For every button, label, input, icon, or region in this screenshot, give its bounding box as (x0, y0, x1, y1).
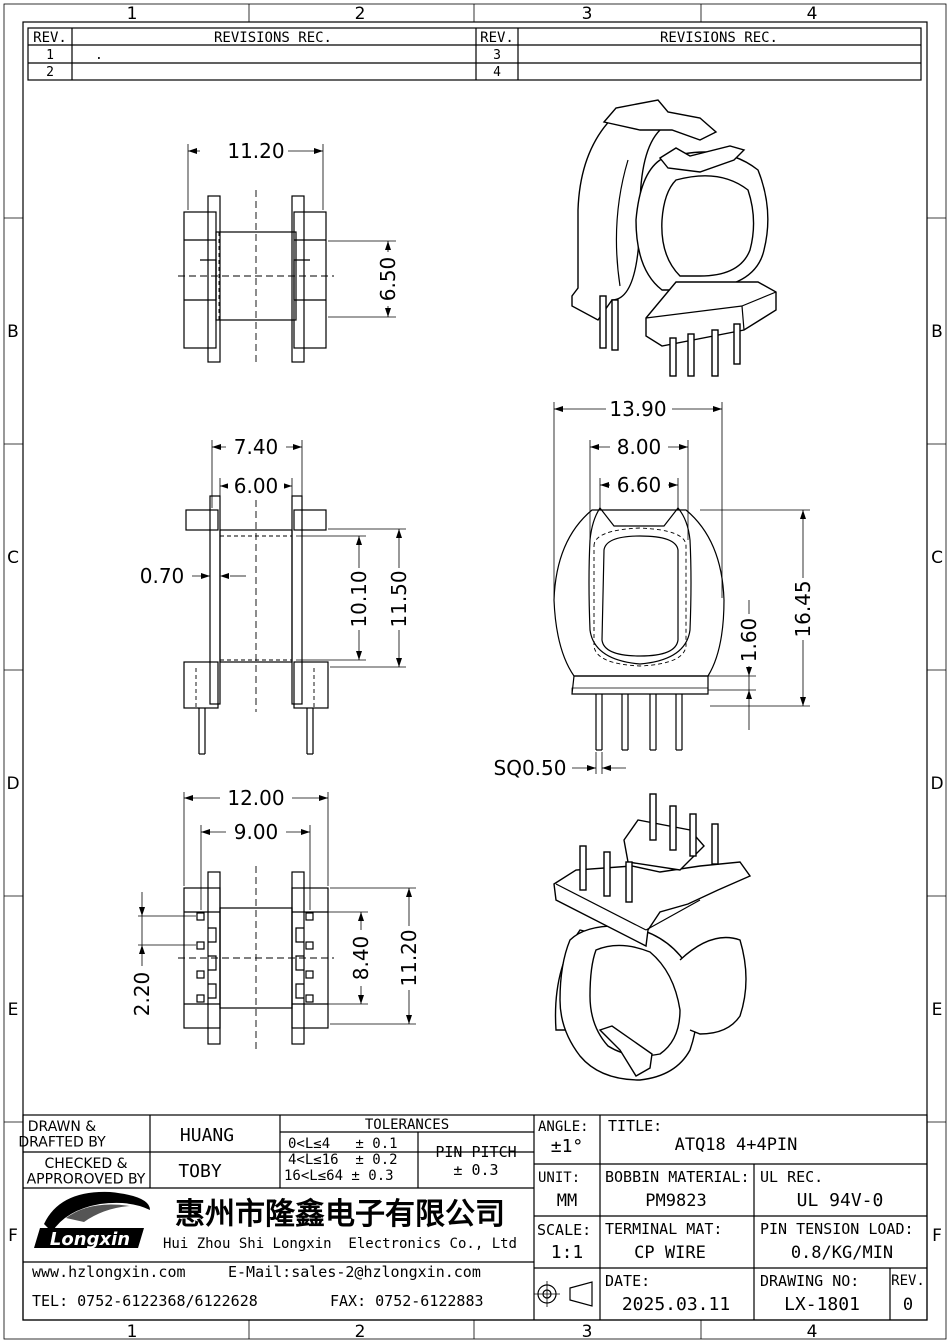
dim-top-height: 6.50 (376, 257, 400, 302)
zone-row-e-right: E (932, 1000, 943, 1020)
revisions-table: REV. REVISIONS REC. REV. REVISIONS REC. … (27, 27, 922, 81)
company-tel: TEL: 0752-6122368/6122628 (32, 1292, 258, 1310)
bobbin-material-value: PM9823 (645, 1191, 706, 1211)
company-fax: FAX: 0752-6122883 (330, 1292, 484, 1310)
terminal-mat-value: CP WIRE (634, 1243, 706, 1263)
drawing-no-label: DRAWING NO: (760, 1272, 859, 1290)
bottom-view-dimensions: 12.00 9.00 2.20 8.40 11.20 (130, 786, 421, 1025)
dim-front-height: 16.45 (791, 580, 815, 637)
title-block: DRAWN &DRAFTED BY HUANG CHECKED &APPRORO… (18, 1114, 928, 1321)
title-label: TITLE: (608, 1117, 662, 1135)
date-label: DATE: (605, 1272, 650, 1290)
rev-header-right: REV. (480, 30, 514, 46)
dim-bottom-inner-height: 8.40 (349, 936, 373, 981)
front-view (553, 506, 725, 751)
zone-col-1-top: 1 (127, 4, 138, 24)
title-value: ATQ18 4+4PIN (675, 1135, 798, 1155)
company-name-en: Hui Zhou Shi Longxin Electronics Co., Lt… (163, 1236, 517, 1252)
zone-col-1-bottom: 1 (127, 1322, 138, 1342)
drawn-value: HUANG (180, 1125, 234, 1146)
pin-tension-label: PIN TENSION LOAD: (760, 1220, 914, 1238)
rev-row-4: 4 (493, 65, 501, 80)
dim-top-width: 11.20 (227, 139, 284, 163)
unit-value: MM (557, 1191, 577, 1211)
zone-col-3-top: 3 (582, 4, 593, 24)
projection-symbol-icon (534, 1281, 593, 1307)
dim-side-inner-height: 10.10 (347, 570, 371, 627)
scale-label: SCALE: (537, 1221, 591, 1239)
zone-col-4-bottom: 4 (807, 1322, 818, 1342)
drawn-label-line1: DRAWN &DRAFTED BY (18, 1119, 106, 1150)
bobbin-material-label: BOBBIN MATERIAL: (605, 1168, 750, 1186)
rec-header-left: REVISIONS REC. (214, 30, 332, 46)
rev-value: 0 (903, 1295, 913, 1315)
front-view-dimensions: 13.90 8.00 6.60 1.60 16.45 SQ0.50 (494, 397, 815, 780)
pin-pitch-value: ± 0.3 (453, 1161, 498, 1179)
drawing-frame: 1 2 3 4 1 2 3 4 B C D E F B C D E F (3, 3, 947, 1342)
ul-rec-label: UL REC. (760, 1168, 823, 1186)
checked-value: TOBY (178, 1161, 222, 1182)
zone-row-b-right: B (931, 322, 943, 342)
rev-row-3: 3 (493, 48, 501, 63)
tolerance-row-1: 0<L≤4 ± 0.1 (288, 1136, 398, 1152)
zone-col-2-top: 2 (355, 4, 366, 24)
scale-value: 1:1 (551, 1242, 584, 1263)
terminal-mat-label: TERMINAL MAT: (605, 1220, 722, 1238)
dim-side-outer: 7.40 (234, 435, 279, 459)
zone-row-f-left: F (8, 1226, 18, 1246)
zone-row-e-left: E (8, 1000, 19, 1020)
pin-tension-value: 0.8/KG/MIN (791, 1243, 893, 1263)
dim-side-inner: 6.00 (234, 474, 279, 498)
tolerances-label: TOLERANCES (365, 1117, 449, 1133)
zone-row-d-right: D (930, 774, 943, 794)
drawing-no-value: LX-1801 (784, 1294, 860, 1315)
rev-row-2: 2 (46, 65, 54, 80)
rev-header-left: REV. (33, 30, 67, 46)
zone-row-b-left: B (7, 322, 19, 342)
logo-text: Longxin (50, 1229, 130, 1250)
company-name-cn: 惠州市隆鑫电子有限公司 (175, 1197, 505, 1232)
dim-bottom-pin-offset: 2.20 (130, 972, 154, 1017)
dim-front-mid: 8.00 (617, 435, 662, 459)
dim-side-outer-height: 11.50 (387, 570, 411, 627)
dim-pin-square: SQ0.50 (494, 756, 567, 780)
zone-row-c-right: C (931, 548, 943, 568)
rec-row-1: . (95, 48, 103, 63)
pin-pitch-label: PIN PITCH (435, 1143, 516, 1161)
company-email: E-Mail:sales-2@hzlongxin.com (228, 1263, 481, 1281)
company-logo: Longxin (34, 1191, 150, 1250)
rev-row-1: 1 (46, 48, 54, 63)
isometric-view-top (571, 99, 777, 377)
dim-bottom-width: 12.00 (227, 786, 284, 810)
zone-col-2-bottom: 2 (355, 1322, 366, 1342)
angle-value: ±1° (551, 1136, 584, 1157)
zone-row-d-left: D (6, 774, 19, 794)
rec-header-right: REVISIONS REC. (660, 30, 778, 46)
company-website: www.hzlongxin.com (32, 1263, 186, 1281)
dim-bottom-outer-height: 11.20 (397, 929, 421, 986)
dim-front-width: 13.90 (609, 397, 666, 421)
tolerance-row-2: 4<L≤16 ± 0.2 (288, 1152, 398, 1168)
zone-row-f-right: F (932, 1226, 942, 1246)
unit-label: UNIT: (538, 1170, 580, 1186)
top-view (178, 190, 334, 366)
side-view (183, 495, 329, 755)
zone-col-4-top: 4 (807, 4, 818, 24)
side-view-dimensions: 7.40 6.00 0.70 10.10 11.50 (140, 435, 411, 668)
dim-bottom-pitch-span: 9.00 (234, 820, 279, 844)
checked-label: CHECKED &APPROROVED BY (27, 1156, 146, 1187)
top-view-dimensions: 11.20 6.50 (187, 139, 400, 318)
angle-label: ANGLE: (538, 1119, 589, 1135)
date-value: 2025.03.11 (622, 1294, 730, 1315)
dim-front-inner: 6.60 (617, 473, 662, 497)
tolerance-row-3: 16<L≤64 ± 0.3 (284, 1168, 394, 1184)
zone-row-c-left: C (7, 548, 19, 568)
ul-rec-value: UL 94V-0 (797, 1190, 884, 1211)
isometric-view-bottom (553, 793, 752, 1081)
zone-col-3-bottom: 3 (582, 1322, 593, 1342)
rev-label: REV. (891, 1273, 925, 1289)
dim-flange: 0.70 (140, 564, 185, 588)
dim-front-base: 1.60 (737, 618, 761, 663)
